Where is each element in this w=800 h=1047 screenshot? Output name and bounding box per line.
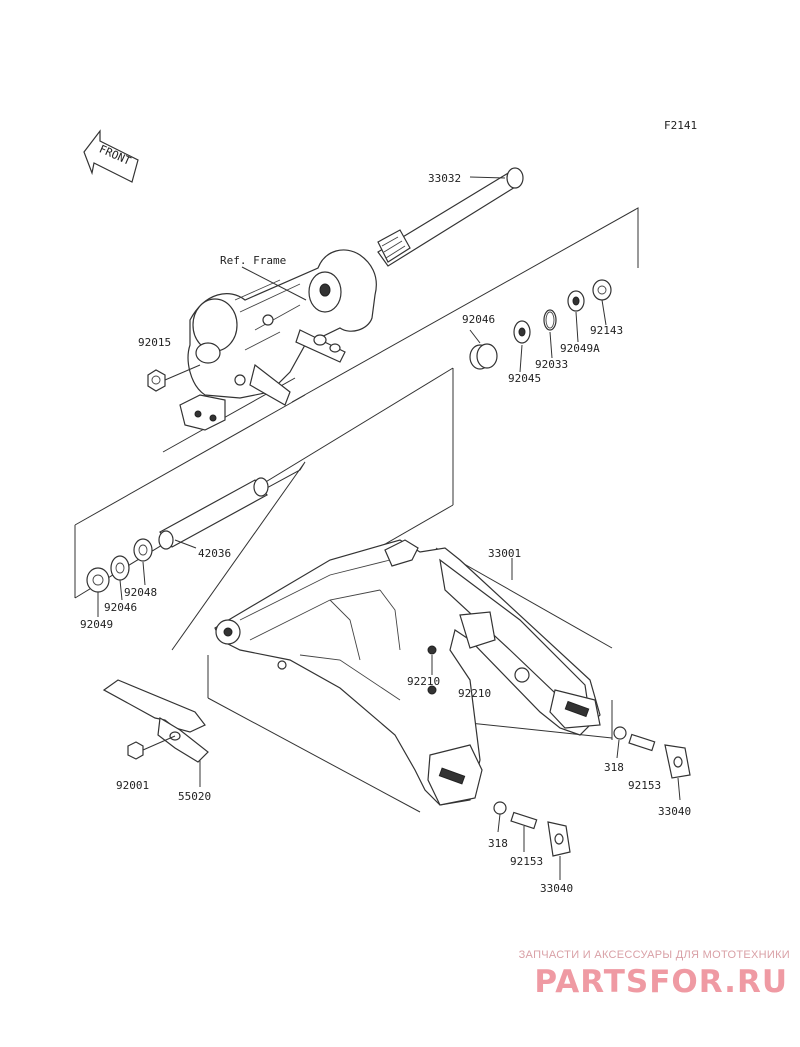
label-92153-bottom: 92153 bbox=[510, 855, 543, 868]
label-92049: 92049 bbox=[80, 618, 113, 631]
label-55020: 55020 bbox=[178, 790, 211, 803]
ref-frame-label: Ref. Frame bbox=[220, 254, 286, 267]
label-33001: 33001 bbox=[488, 547, 521, 560]
chain-guide-55020 bbox=[102, 679, 209, 763]
label-318-right: 318 bbox=[604, 761, 624, 774]
label-33040-bottom: 33040 bbox=[540, 882, 573, 895]
label-92143: 92143 bbox=[590, 324, 623, 337]
sleeve-42036 bbox=[158, 477, 269, 550]
label-92046-left: 92046 bbox=[104, 601, 137, 614]
pivot-shaft-33032 bbox=[377, 167, 524, 267]
label-92001: 92001 bbox=[116, 779, 149, 792]
adjuster-set-bottom bbox=[493, 801, 571, 857]
label-92045: 92045 bbox=[508, 372, 541, 385]
watermark-logo: PARTSFOR.RU bbox=[534, 964, 788, 1000]
label-318-bottom: 318 bbox=[488, 837, 508, 850]
bolt-92001 bbox=[127, 735, 176, 760]
label-92015: 92015 bbox=[138, 336, 171, 349]
label-92048: 92048 bbox=[124, 586, 157, 599]
front-direction-arrow-icon: FRONT bbox=[83, 129, 139, 183]
watermark-tagline: ЗАПЧАСТИ И АКСЕССУАРЫ ДЛЯ МОТОТЕХНИКИ bbox=[518, 949, 790, 961]
label-42036: 42036 bbox=[198, 547, 231, 560]
grease-fittings-92210 bbox=[427, 645, 437, 695]
swingarm-33001 bbox=[214, 539, 601, 806]
leader-lines bbox=[97, 176, 681, 880]
label-33032: 33032 bbox=[428, 172, 461, 185]
nut-92015 bbox=[147, 364, 201, 392]
adjuster-set-right bbox=[613, 726, 691, 779]
label-92033: 92033 bbox=[535, 358, 568, 371]
label-92153-right: 92153 bbox=[628, 779, 661, 792]
frame-reference-drawing bbox=[179, 249, 377, 431]
label-33040-right: 33040 bbox=[658, 805, 691, 818]
figure-code: F2141 bbox=[664, 119, 697, 132]
label-92046-top: 92046 bbox=[462, 313, 495, 326]
label-92210-b: 92210 bbox=[458, 687, 491, 700]
label-92049A: 92049A bbox=[560, 342, 600, 355]
label-92210-a: 92210 bbox=[407, 675, 440, 688]
pivot-bearings-upper bbox=[469, 279, 612, 370]
pivot-bearings-lower bbox=[86, 538, 153, 593]
